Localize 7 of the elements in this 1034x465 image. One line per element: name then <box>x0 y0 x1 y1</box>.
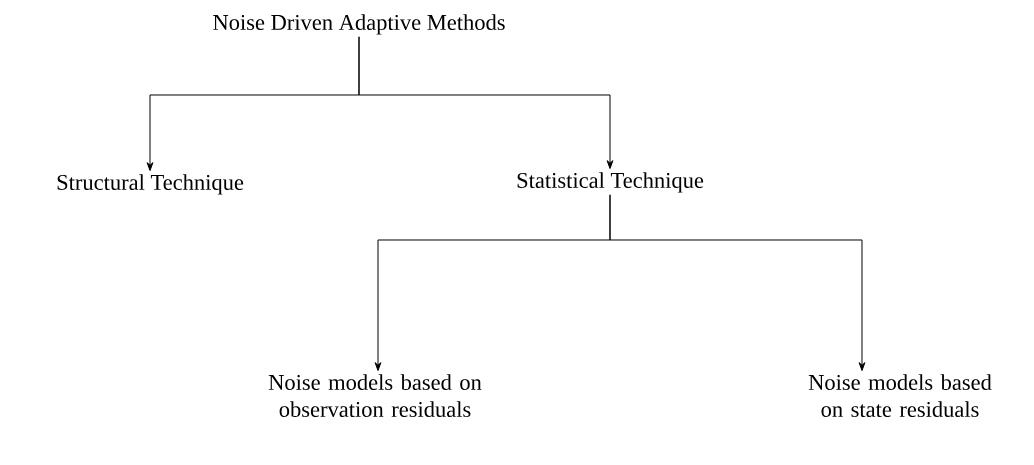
node-label: Statistical Technique <box>517 172 704 193</box>
arrow <box>358 36 614 170</box>
node-label: Noise models based on observation residuals <box>268 374 482 417</box>
node-label: Structural Technique <box>57 174 244 195</box>
arrow <box>609 194 866 372</box>
node-label: Noise models based on state residuals <box>808 374 992 417</box>
node-label: Noise Driven Adaptive Methods <box>213 14 505 35</box>
